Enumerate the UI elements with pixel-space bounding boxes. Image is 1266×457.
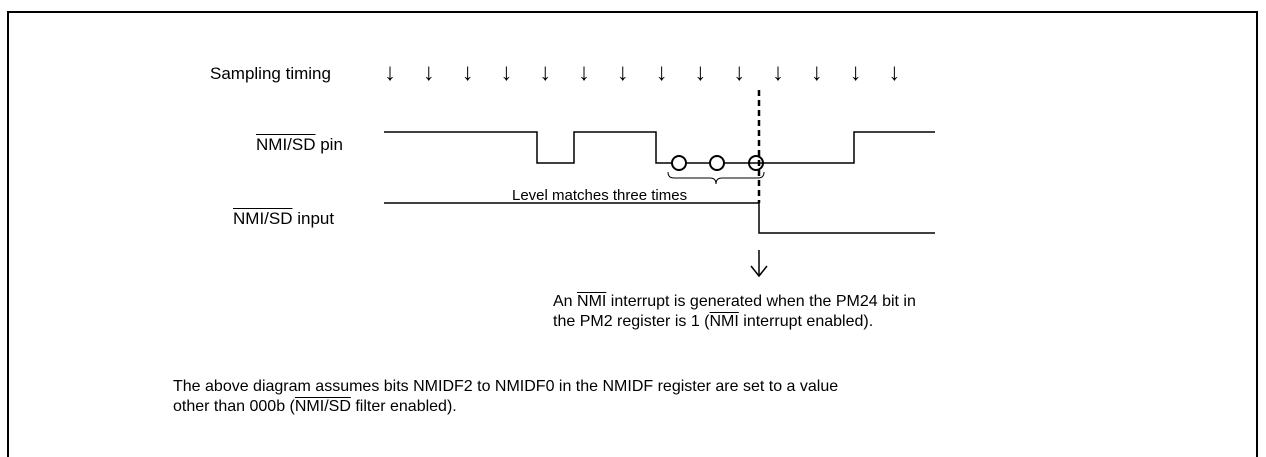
- sampling-arrow-icon: ↓: [461, 59, 474, 86]
- sample-circle-3: [748, 155, 764, 171]
- sampling-arrow-icon: ↓: [810, 59, 823, 86]
- diagram-frame: [7, 11, 1258, 457]
- nmi-sd-pin-label-suffix: pin: [315, 135, 343, 154]
- interrupt-note-line-2: the PM2 register is 1 (NMI interrupt ena…: [553, 312, 916, 332]
- footnote: The above diagram assumes bits NMIDF2 to…: [173, 377, 838, 417]
- sample-circle-2: [709, 155, 725, 171]
- interrupt-note: An NMI interrupt is generated when the P…: [553, 292, 916, 332]
- interrupt-note-nmi-2: NMI: [709, 313, 739, 330]
- sampling-arrow-icon: ↓: [655, 59, 668, 86]
- interrupt-note-line-2a: the PM2 register is 1 (: [553, 313, 710, 330]
- interrupt-note-line-1: An NMI interrupt is generated when the P…: [553, 292, 916, 312]
- sampling-arrow-icon: ↓: [500, 59, 513, 86]
- nmi-sd-pin-label-overline: NMI/SD: [256, 135, 316, 154]
- sampling-arrow-icon: ↓: [772, 59, 784, 86]
- nmi-sd-input-waveform: [384, 202, 935, 234]
- interrupt-note-line-1b: interrupt is generated when the PM24 bit…: [606, 293, 916, 310]
- footnote-line-1: The above diagram assumes bits NMIDF2 to…: [173, 378, 839, 395]
- sampling-arrow-icon: ↓: [733, 59, 746, 86]
- interrupt-arrow-head: [750, 265, 768, 278]
- level-match-brace: [667, 171, 765, 185]
- nmi-sd-input-label: NMI/SD input: [233, 209, 334, 229]
- sample-circle-1: [671, 155, 687, 171]
- interrupt-note-line-1a: An: [553, 293, 578, 310]
- sampling-arrow-icon: ↓: [616, 59, 629, 86]
- footnote-line-2: other than 000b (NMI/SD filter enabled).: [173, 397, 838, 417]
- nmi-sd-pin-label: NMI/SD pin: [256, 135, 343, 155]
- sampling-arrow-icon: ↓: [849, 59, 862, 86]
- interrupt-note-line-2b: interrupt enabled).: [738, 313, 874, 330]
- level-match-label: Level matches three times: [512, 187, 688, 204]
- nmi-sd-input-label-overline: NMI/SD: [233, 209, 293, 228]
- sampling-arrow-icon: ↓: [384, 59, 396, 86]
- interrupt-note-nmi-1: NMI: [577, 293, 607, 310]
- nmi-sd-pin-waveform: [384, 131, 935, 164]
- sampling-arrow-icon: ↓: [888, 59, 901, 86]
- footnote-nmi-sd: NMI/SD: [294, 398, 351, 415]
- footnote-line-2a: other than 000b (: [173, 398, 295, 415]
- sampling-arrow-icon: ↓: [578, 59, 590, 86]
- sampling-timing-label: Sampling timing: [210, 64, 331, 83]
- footnote-line-2b: filter enabled).: [350, 398, 457, 415]
- nmi-sd-input-label-suffix: input: [292, 209, 335, 228]
- sampling-arrow-icon: ↓: [539, 59, 552, 86]
- sampling-arrow-icon: ↓: [694, 59, 707, 86]
- sampling-arrow-icon: ↓: [422, 59, 435, 86]
